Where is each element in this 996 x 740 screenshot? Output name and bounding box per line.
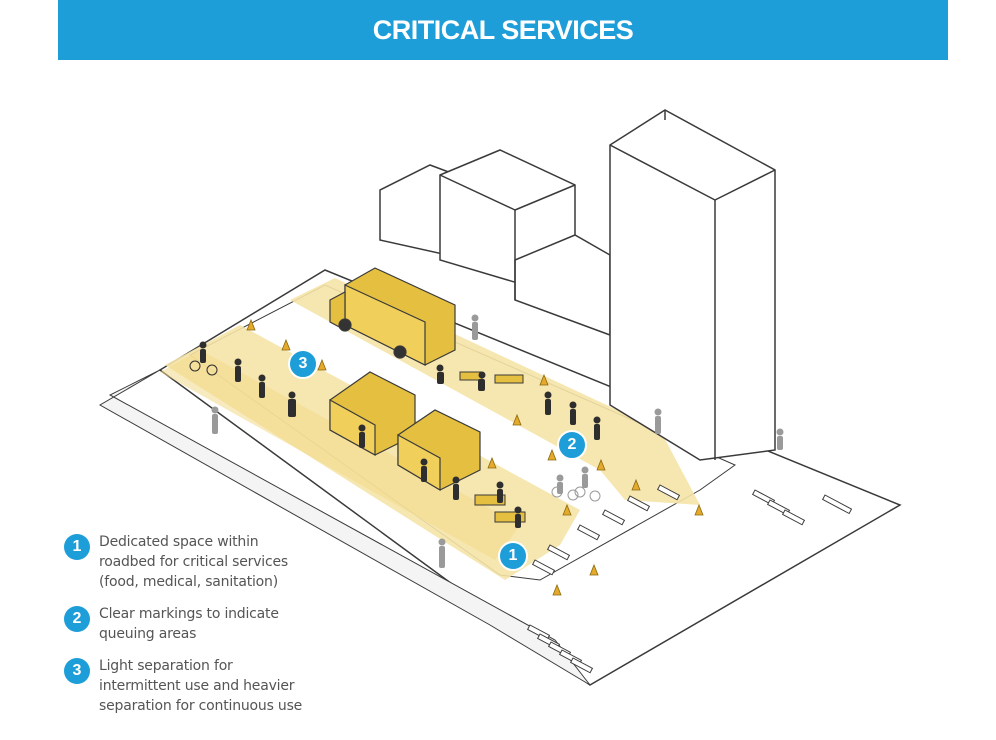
- buildings: [379, 109, 776, 461]
- legend-text: Light separation for intermittent use an…: [99, 658, 303, 714]
- traffic-cones: [246, 318, 704, 596]
- truck: [329, 267, 456, 366]
- pedestrians-grey: [211, 314, 784, 568]
- legend-number-badge: 3: [64, 658, 90, 684]
- crosswalk-lower: [526, 624, 594, 674]
- queue-zone-left: [160, 350, 520, 560]
- legend-text: Dedicated space within roadbed for criti…: [99, 534, 288, 590]
- legend-number-badge: 1: [64, 534, 90, 560]
- bicycles: [189, 360, 601, 502]
- legend-item-2: 2 Clear markings to indicate queuing are…: [64, 604, 364, 644]
- people: [199, 341, 601, 528]
- lower-sidewalk: [98, 369, 591, 686]
- page-title: CRITICAL SERVICES: [372, 14, 634, 45]
- callout-3: 3: [288, 349, 318, 379]
- title-bar: CRITICAL SERVICES: [58, 0, 948, 60]
- callout-2: 2: [557, 430, 587, 460]
- callout-1: 1: [498, 541, 528, 571]
- tent-2: [397, 409, 481, 492]
- legend-number-badge: 2: [64, 606, 90, 632]
- legend-text: Clear markings to indicate queuing areas: [99, 606, 279, 642]
- legend-item-3: 3 Light separation for intermittent use …: [64, 656, 364, 716]
- crosswalk-middle: [531, 484, 681, 576]
- legend-item-1: 1 Dedicated space within roadbed for cri…: [64, 532, 364, 592]
- legend: 1 Dedicated space within roadbed for cri…: [64, 532, 364, 728]
- crosswalk-right: [751, 489, 853, 526]
